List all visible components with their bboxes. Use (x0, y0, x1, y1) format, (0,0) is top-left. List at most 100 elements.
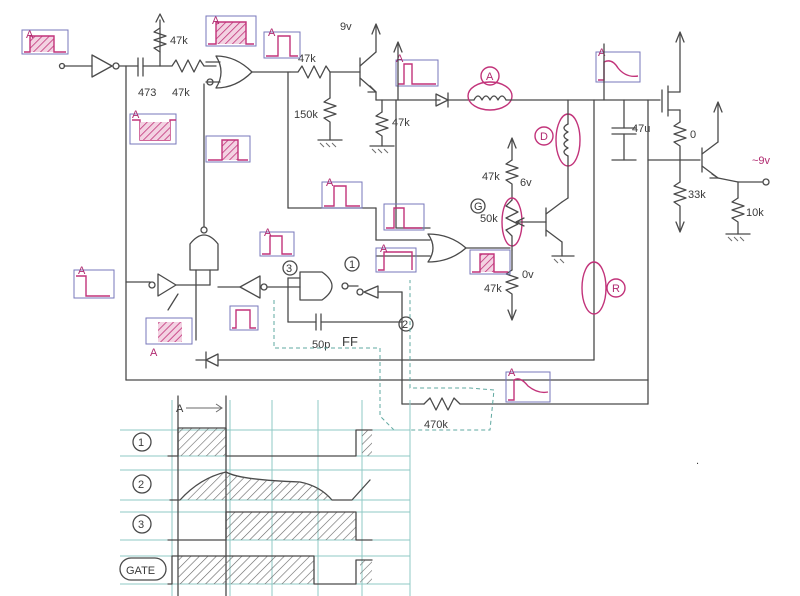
coil-a-icon: A (467, 71, 513, 111)
pulse-icon-ramp: A (505, 367, 551, 403)
inverter-gate-icon (148, 273, 177, 297)
resistor-47k-pot-top-label: 47k (482, 171, 500, 183)
svg-text:A: A (132, 109, 140, 121)
timing-diagram: A 1 2 3 GATE (119, 395, 411, 596)
inverter-input-icon (91, 54, 120, 78)
svg-text:2: 2 (138, 479, 144, 491)
stray-dot: . (696, 455, 699, 467)
pulse-icon-top-2-label: A (268, 27, 276, 39)
svg-text:1: 1 (349, 259, 355, 271)
pulse-icon-ff-4: A (375, 243, 417, 273)
resistor-47k-pot-bottom-label: 47k (484, 283, 502, 295)
resistor-470k-icon (423, 397, 649, 411)
coil-r-icon: R (581, 261, 626, 315)
volt-6v-label: 6v (520, 177, 532, 189)
resistor-33k-icon (673, 181, 687, 231)
potentiometer-50k-icon[interactable] (501, 197, 525, 251)
resistor-47k-emitter-label: 47k (392, 117, 410, 129)
diode-lower-icon (205, 351, 219, 369)
coil-a-label: A (486, 71, 494, 83)
pulse-icon-left-1: A (129, 109, 177, 145)
output-9v-label: ~9v (752, 155, 771, 167)
supply-9v-label: 9v (340, 21, 352, 33)
svg-text:A: A (150, 347, 158, 359)
capacitor-47u-label: 47u (632, 123, 650, 135)
pulse-icon-nand (229, 305, 259, 331)
input-pulse-label: A (26, 29, 34, 41)
pulse-icon-or (469, 249, 511, 275)
flipflop-label: FF (342, 334, 358, 349)
resistor-47k-vertical-icon (153, 27, 167, 53)
transistor-pot-icon (545, 201, 563, 243)
svg-text:2: 2 (402, 319, 408, 331)
svg-text:A: A (326, 177, 334, 189)
pulse-icon-ff-1: A (259, 227, 295, 257)
resistor-47k-pot-top-icon (505, 159, 519, 201)
timing-header-label: A (176, 403, 184, 415)
output-terminal[interactable] (762, 178, 770, 186)
resistor-150k-label: 150k (294, 109, 318, 121)
svg-text:A: A (264, 227, 272, 239)
capacitor-50p-icon (315, 313, 322, 331)
pulse-icon-top-1: A (205, 15, 257, 47)
svg-text:3: 3 (286, 263, 292, 275)
coil-d-icon: D (534, 113, 581, 167)
resistor-47k-base-label: 47k (298, 53, 316, 65)
flipflop-nand-icon (299, 271, 349, 301)
pulse-icon-emitter-label: A (396, 53, 404, 65)
output-0-label: 0 (690, 129, 696, 141)
capacitor-473-label: 473 (138, 87, 156, 99)
resistor-10k-icon (731, 197, 745, 235)
inverter-ff-icon (239, 275, 268, 299)
resistor-47k-emitter-icon (375, 111, 389, 147)
pulse-icon-emitter: A (395, 53, 439, 87)
resistor-470k-label: 470k (424, 419, 448, 431)
pulse-icon-top-1-label: A (212, 15, 220, 27)
timing-row-1: 1 (132, 427, 373, 457)
coil-d-label: D (540, 131, 548, 143)
timing-row-gate: GATE (119, 555, 373, 585)
svg-text:3: 3 (138, 519, 144, 531)
capacitor-50p-label: 50p (312, 339, 330, 351)
pulse-icon-left-3: A (73, 265, 115, 299)
resistor-47k-base-icon (289, 65, 361, 79)
svg-text:A: A (380, 243, 388, 255)
svg-text:1: 1 (138, 437, 144, 449)
or-gate-middle-icon (427, 233, 467, 263)
resistor-150k-icon (323, 97, 337, 141)
node-3-marker: 3 (282, 260, 298, 276)
transistor-output-2-icon (701, 141, 719, 179)
resistor-47k-series-label: 47k (172, 87, 190, 99)
svg-text:A: A (508, 367, 516, 379)
input-pulse-icon: A (21, 29, 69, 55)
pulse-icon-top-2: A (263, 27, 301, 59)
resistor-collector-icon (673, 121, 687, 161)
svg-text:GATE: GATE (126, 565, 155, 577)
timing-row-2: 2 (132, 471, 371, 501)
coil-r-label: R (612, 283, 620, 295)
or-gate-main-icon (205, 55, 253, 89)
resistor-47k-vertical-label: 47k (170, 35, 188, 47)
pulse-icon-ff-2: A (321, 177, 363, 209)
svg-text:A: A (78, 265, 86, 277)
pulse-icon-ff-3 (383, 203, 425, 231)
pot-50k-label: 50k (480, 213, 498, 225)
timing-row-3: 3 (132, 511, 373, 541)
resistor-47k-series-icon (159, 59, 217, 73)
pulse-icon-left-4: A (145, 317, 193, 359)
node-1-marker: 1 (344, 256, 360, 272)
pulse-icon-left-2 (205, 135, 251, 163)
inverter-feedback-icon (356, 285, 379, 299)
resistor-10k-label: 10k (746, 207, 764, 219)
resistor-33k-label: 33k (688, 189, 706, 201)
nand-gate-icon (189, 226, 219, 271)
transistor-output-1-icon (661, 85, 681, 117)
pot-g-label: G (474, 201, 483, 213)
node-2-marker: 2 (398, 316, 414, 332)
pulse-icon-charge: A (595, 47, 641, 83)
capacitor-473-icon (137, 57, 144, 77)
volt-0v-label: 0v (522, 269, 534, 281)
transistor-1-icon (359, 51, 377, 93)
resistor-47k-pot-bottom-icon (505, 269, 519, 319)
